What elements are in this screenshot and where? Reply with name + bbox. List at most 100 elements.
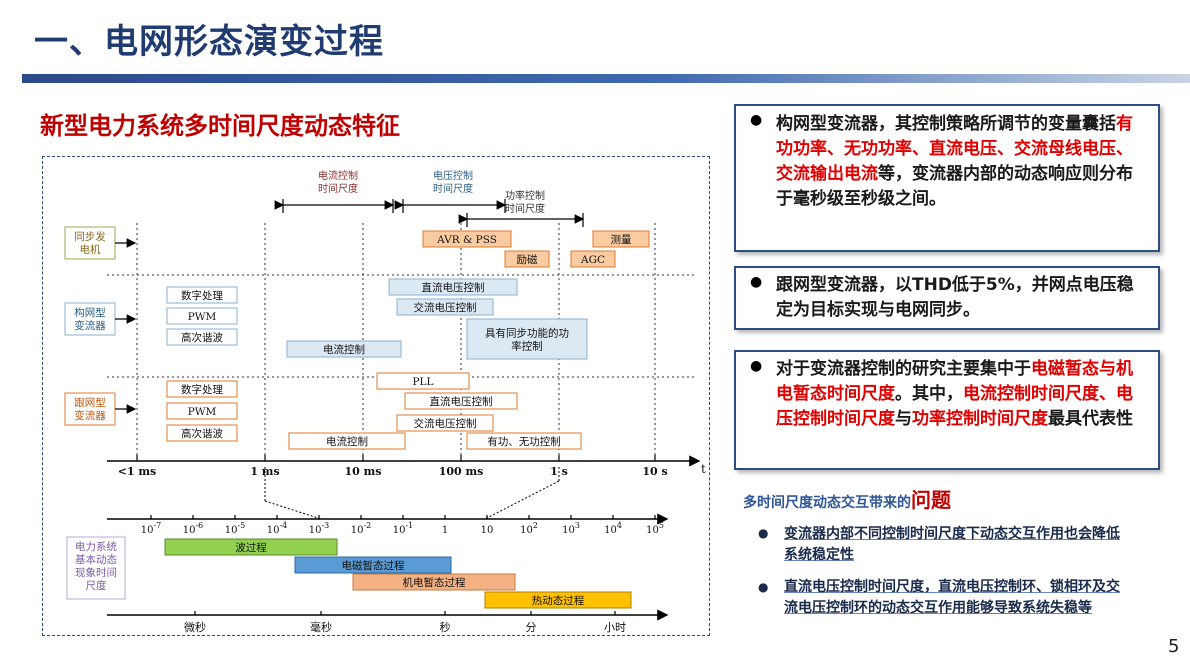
card-text-segment: 等，变流器内部的动态响应则分布于毫秒级至秒级之间。 bbox=[776, 164, 1133, 209]
box-gfl_ac_voltage bbox=[396, 414, 494, 432]
row-label-box-gfm bbox=[64, 302, 116, 336]
row-label-gfm: 构网型变流器 bbox=[74, 306, 106, 332]
diagram-canvas: 电流控制时间尺度 电压控制时间尺度功率控制时间尺度同步发电机构网型变流器跟网型变流… bbox=[64, 169, 706, 634]
bracket-label-current: 电流控制时间尺度 bbox=[318, 169, 358, 195]
box-gfm_sync_power bbox=[466, 318, 588, 360]
log-tick-label: 105 bbox=[646, 521, 664, 536]
box-label-gfm_pwm: PWM bbox=[188, 311, 217, 323]
box-label-gfl_digital: 数字处理 bbox=[181, 383, 223, 396]
phenomenon-bar-thermal bbox=[484, 591, 632, 609]
axis-tick-label: 100 ms bbox=[439, 465, 484, 478]
bullet-icon: ● bbox=[750, 358, 763, 374]
issue-item-1: 变流器内部不同控制时间尺度下动态交互作用也会降低系统稳定性 bbox=[784, 526, 1120, 563]
phenomenon-label-wave: 波过程 bbox=[235, 541, 267, 554]
log-tick-base: 10 bbox=[351, 525, 364, 536]
bullet-icon: ● bbox=[750, 112, 763, 128]
card-text-segment: 电流控制时间尺度、电压控制时间尺度 bbox=[776, 384, 1133, 429]
log-tick-exponent: 2 bbox=[533, 521, 538, 530]
unit-label: 微秒 bbox=[184, 620, 206, 634]
bracket-label-power: 功率控制时间尺度 bbox=[505, 189, 545, 215]
box-label-gfl_power: 有功、无功控制 bbox=[487, 435, 561, 448]
log-tick-label: 10-4 bbox=[267, 521, 288, 536]
log-tick-label: 10-2 bbox=[351, 521, 372, 536]
log-tick-label: 103 bbox=[562, 521, 580, 536]
box-gfm_digital bbox=[166, 286, 238, 304]
axis-tick-label: 10 ms bbox=[345, 465, 382, 478]
log-tick-label: 10-6 bbox=[183, 521, 204, 536]
card-text-segment: 对于变流器控制的研究主要集中于 bbox=[776, 359, 1031, 379]
log-tick-exponent: 5 bbox=[659, 521, 664, 530]
box-label-gfl_pll: PLL bbox=[412, 376, 433, 388]
info-card-gfl: ● 跟网型变流器，以THD低于5%，并网点电压稳定为目标实现与电网同步。 bbox=[734, 266, 1160, 330]
box-label-gfm_harmonic: 高次谐波 bbox=[181, 331, 223, 344]
axis-tick-label: <1 ms bbox=[118, 465, 157, 478]
box-gfl_harmonic bbox=[166, 424, 238, 442]
card-text: 对于变流器控制的研究主要集中于电磁暂态与机电暂态时间尺度。其中，电流控制时间尺度… bbox=[776, 357, 1148, 432]
row-label-sync: 同步发电机 bbox=[74, 230, 106, 256]
log-tick-exponent: -7 bbox=[153, 521, 161, 530]
box-gfm_current bbox=[286, 340, 402, 358]
phenomenon-bar-wave bbox=[164, 538, 338, 556]
box-gfl_digital bbox=[166, 380, 238, 398]
box-label-gfm_dc_voltage: 直流电压控制 bbox=[422, 281, 485, 294]
log-tick-label: 10-3 bbox=[309, 521, 330, 536]
row-label-phenomena: 电力系统基本动态现象时间尺度 bbox=[75, 540, 117, 592]
log-tick-base: 10 bbox=[520, 525, 533, 536]
axis-tick-label: 10 s bbox=[642, 465, 667, 478]
box-label-gfl_dc_voltage: 直流电压控制 bbox=[430, 395, 493, 408]
box-gfm_pwm bbox=[166, 307, 238, 325]
phenomenon-label-electromechanical: 机电暂态过程 bbox=[403, 576, 466, 589]
unit-label: 小时 bbox=[604, 621, 626, 634]
log-tick-base: 10 bbox=[225, 525, 238, 536]
log-tick-label: 10 bbox=[481, 525, 494, 536]
log-tick-exponent: -3 bbox=[321, 521, 329, 530]
card-text-segment: 电磁暂态与机电暂态时间尺度 bbox=[776, 359, 1133, 404]
log-tick-exponent: -5 bbox=[237, 521, 245, 530]
card-text-segment: 最具代表性 bbox=[1048, 409, 1133, 429]
box-label-avr_pss: AVR & PSS bbox=[436, 234, 497, 246]
card-text-segment: 跟网型变流器，以THD低于5%，并网点电压稳定为目标实现与电网同步。 bbox=[776, 275, 1134, 320]
bullet-icon: ● bbox=[758, 580, 769, 594]
log-tick-label: 10-5 bbox=[225, 521, 246, 536]
unit-label: 分 bbox=[526, 621, 537, 634]
unit-label: 秒 bbox=[440, 620, 451, 634]
log-tick-base: 10 bbox=[481, 525, 494, 536]
box-measure bbox=[592, 230, 650, 248]
phenomenon-bar-electromagnetic bbox=[294, 556, 452, 574]
row-label-gfl: 跟网型变流器 bbox=[74, 396, 106, 422]
page-number: 5 bbox=[1168, 636, 1180, 657]
bullet-icon: ● bbox=[758, 526, 769, 540]
log-tick-base: 10 bbox=[562, 525, 575, 536]
box-label-gfm_digital: 数字处理 bbox=[181, 289, 223, 302]
box-label-gfl_current: 电流控制 bbox=[326, 435, 368, 448]
card-text-segment: 构网型变流器，其控制策略所调节的变量囊括 bbox=[776, 114, 1116, 134]
time-scale-diagram: 电流控制时间尺度 电压控制时间尺度功率控制时间尺度同步发电机构网型变流器跟网型变流… bbox=[42, 156, 710, 636]
row-label-box-phenomena bbox=[66, 536, 126, 600]
box-gfl_dc_voltage bbox=[404, 392, 518, 410]
section-subtitle: 新型电力系统多时间尺度动态特征 bbox=[40, 112, 400, 140]
axis-t-label: t bbox=[701, 462, 706, 476]
log-tick-exponent: 3 bbox=[575, 521, 580, 530]
box-label-measure: 测量 bbox=[611, 233, 632, 246]
box-label-gfm_ac_voltage: 交流电压控制 bbox=[414, 301, 477, 314]
row-label-box-sync bbox=[64, 226, 116, 260]
log-tick-exponent: -1 bbox=[405, 521, 413, 530]
unit-label: 毫秒 bbox=[310, 620, 332, 634]
box-label-agc: AGC bbox=[580, 254, 605, 266]
bracket-label-voltage: 电压控制时间尺度 bbox=[433, 169, 473, 195]
phenomenon-bar-electromechanical bbox=[352, 573, 516, 591]
box-label-gfl_pwm: PWM bbox=[188, 406, 217, 418]
card-text: 跟网型变流器，以THD低于5%，并网点电压稳定为目标实现与电网同步。 bbox=[776, 273, 1148, 323]
log-tick-base: 10 bbox=[267, 525, 280, 536]
log-tick-base: 10 bbox=[141, 525, 154, 536]
box-label-gfm_sync_power: 具有同步功能的功率控制 bbox=[485, 327, 569, 353]
zoom-connector bbox=[484, 480, 560, 520]
issue-item-2: 直流电压控制时间尺度，直流电压控制环、锁相环及交流电压控制环的动态交互作用能够导… bbox=[784, 579, 1120, 616]
box-gfl_pwm bbox=[166, 402, 238, 420]
box-avr_pss bbox=[422, 230, 512, 248]
box-gfm_harmonic bbox=[166, 328, 238, 346]
log-tick-label: 104 bbox=[604, 521, 622, 536]
box-label-gfl_ac_voltage: 交流电压控制 bbox=[414, 417, 477, 430]
card-text-segment: 与 bbox=[895, 409, 912, 429]
box-agc bbox=[570, 250, 616, 268]
